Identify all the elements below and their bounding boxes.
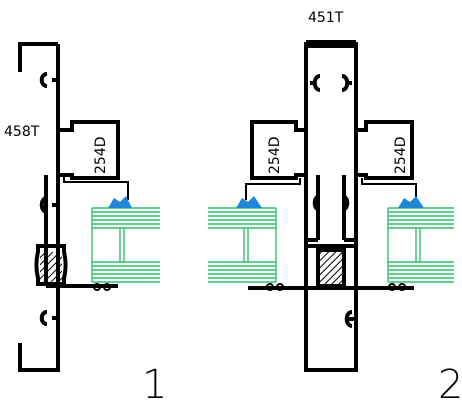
label-451t: 451T [308,10,344,26]
figure-number-2: 2 [438,362,462,404]
glass-unit-2-left [208,207,277,283]
setting-block-1b [103,283,111,291]
glass-unit-2-right [387,207,454,283]
seal-1 [108,196,132,208]
insert-254d-right-box [356,120,414,180]
label-254d-fig2-left: 254D [267,136,283,174]
insert-254d-right-foot [361,178,417,200]
clip-bottom [39,310,60,326]
insert-254d-left-foot [245,178,301,200]
figure-number-1: 1 [142,362,167,404]
thermal-break-hatch [40,252,62,282]
label-254d-fig1: 254D [93,136,109,174]
setting-block-1a [93,283,101,291]
clip-2-top-left [310,74,321,92]
setting-block-2d [398,283,406,291]
profile-458t [18,42,60,372]
glass-unit-1 [91,207,160,283]
label-458t: 458T [4,124,40,140]
insert-254d-left-box [250,120,306,180]
figure-1-drawing [18,42,160,372]
thermal-break-outline [34,244,68,286]
clip-2-mid-left [312,194,321,212]
label-254d-fig2-right: 254D [393,136,409,174]
figure-2-drawing [208,40,454,372]
seal-2-left [236,196,262,208]
clip-mid [39,196,60,214]
thermal-break-2-outline [316,248,346,288]
setting-block-2c [388,283,396,291]
setting-block-2a [266,283,274,291]
setting-block-2b [276,283,284,291]
insert-254d-foot [63,175,129,200]
clip-2-top-right [341,74,352,92]
seal-2-right [398,196,424,208]
insert-254d-box [60,120,120,180]
clip-top [39,72,60,88]
thermal-break-2-hatch [320,252,342,284]
clip-2-mid-right [341,194,350,212]
clip-2-bottom [344,310,356,328]
